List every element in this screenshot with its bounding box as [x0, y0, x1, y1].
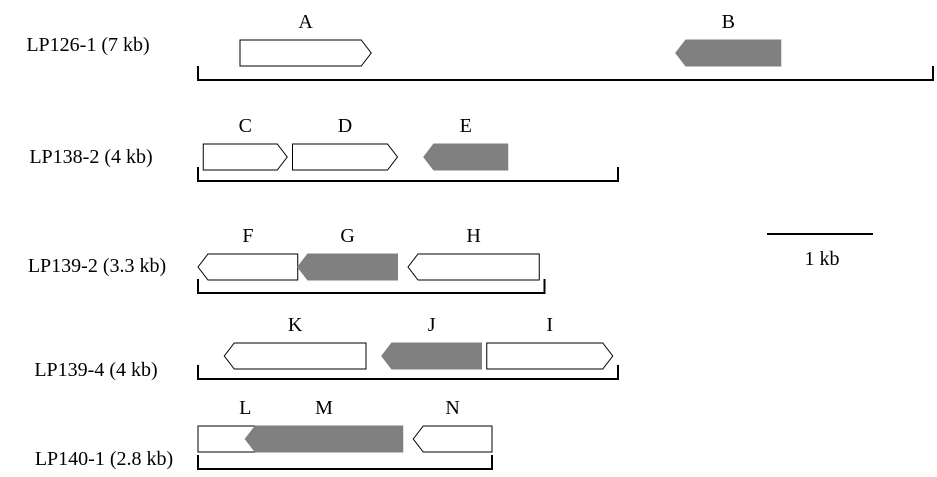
- contig-label: LP138-2 (4 kb): [29, 146, 152, 168]
- gene-arrow-e: [423, 143, 509, 171]
- contig-label: LP126-1 (7 kb): [26, 34, 149, 56]
- gene-arrow-m: [244, 425, 404, 453]
- contig: LP140-1 (2.8 kb) L M N: [35, 397, 493, 470]
- gene-label-b: B: [722, 11, 735, 33]
- contig-label: LP140-1 (2.8 kb): [35, 448, 173, 470]
- scale-bar: 1 kb: [767, 233, 873, 270]
- gene-arrow-j: [381, 342, 482, 370]
- gene-arrow-n: [412, 425, 493, 453]
- contig: LP139-4 (4 kb) K J I: [34, 314, 619, 381]
- gene-label-i: I: [546, 314, 553, 336]
- gene-label-d: D: [338, 115, 352, 137]
- gene-arrow-k: [223, 342, 367, 370]
- gene-label-h: H: [466, 225, 480, 247]
- gene-label-g: G: [340, 225, 354, 247]
- contig: LP126-1 (7 kb) A B: [26, 11, 934, 81]
- gene-label-j: J: [428, 314, 436, 336]
- contigs-layer: LP126-1 (7 kb) A B LP138-2 (4 kb) C D E LP139-2…: [26, 11, 934, 470]
- gene-arrow-a: [239, 39, 372, 67]
- gene-label-c: C: [239, 115, 252, 137]
- gene-label-m: M: [315, 397, 333, 419]
- gene-arrow-c: [202, 143, 288, 171]
- gene-arrow-b: [675, 39, 782, 67]
- gene-label-a: A: [298, 11, 313, 33]
- scale-bar-label: 1 kb: [805, 248, 840, 270]
- gene-label-n: N: [445, 397, 459, 419]
- gene-label-e: E: [460, 115, 472, 137]
- contig-label: LP139-2 (3.3 kb): [28, 255, 166, 277]
- gene-label-l: L: [239, 397, 251, 419]
- gene-arrow-d: [292, 143, 399, 171]
- contig: LP139-2 (3.3 kb) F G H: [28, 225, 546, 294]
- contig-label: LP139-4 (4 kb): [34, 359, 157, 381]
- gene-arrow-g: [297, 253, 398, 281]
- gene-label-k: K: [288, 314, 303, 336]
- gene-arrow-i: [486, 342, 614, 370]
- gene-arrow-f: [197, 253, 299, 281]
- gene-label-f: F: [242, 225, 253, 247]
- contig: LP138-2 (4 kb) C D E: [29, 115, 619, 182]
- gene-arrow-h: [407, 253, 540, 281]
